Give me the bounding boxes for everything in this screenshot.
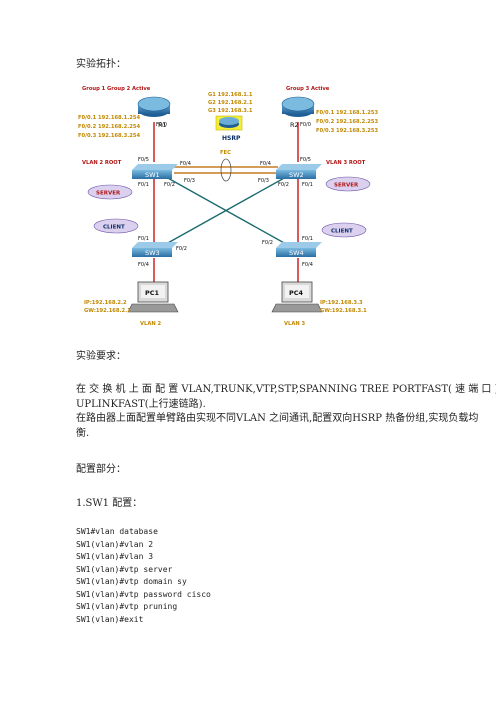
hsrp-ip-1: G1 192.168.1.1: [208, 92, 253, 98]
r1-ip-3: F0/0.3 192.168.3.254: [78, 133, 140, 139]
vlan3-root-label: VLAN 3 ROOT: [326, 160, 366, 166]
switch-sw4: SW4: [276, 242, 322, 257]
server-label-sw1: SERVER: [96, 191, 121, 197]
vlan2-label: VLAN 2: [140, 321, 161, 327]
config-heading: 配置部分：: [76, 464, 126, 475]
requirements-line: UPLINKFAST(上行速链路).: [76, 398, 206, 410]
pc1-gw: GW:192.168.2.1: [84, 308, 131, 314]
r2-ip-2: F0/0.2 192.168.2.253: [316, 119, 378, 125]
requirements-line: 衡.: [76, 427, 90, 439]
port-r2-f00: F0/0: [300, 122, 311, 128]
port-sw1-f02: F0/2: [164, 182, 175, 188]
pc4: PC4: [271, 281, 323, 313]
cross-links: [165, 176, 287, 245]
port-sw3-f01: F0/1: [138, 236, 149, 242]
port-sw1-f01: F0/1: [138, 182, 149, 188]
port-sw1-f03: F0/3: [184, 178, 195, 184]
switch-sw2: SW2: [276, 164, 322, 179]
vlan2-root-label: VLAN 2 ROOT: [82, 160, 122, 166]
client-cloud-right: CLIENT: [321, 222, 367, 238]
hsrp-ip-3: G3 192.168.3.1: [208, 108, 253, 114]
config-line: SW1(vlan)#vlan 3: [76, 552, 154, 561]
fec-ellipse: [220, 158, 232, 182]
sw1-label: SW1: [145, 171, 160, 179]
sw1-config-block: SW1#vlan database SW1(vlan)#vlan 2 SW1(v…: [76, 526, 211, 626]
topology-heading: 实验拓扑：: [76, 59, 126, 70]
server-label-sw2: SERVER: [334, 183, 359, 189]
config-line: SW1(vlan)#vtp domain sy: [76, 577, 187, 586]
port-r1-f00: F0/0: [156, 122, 167, 128]
port-sw2-f05: F0/5: [300, 157, 311, 163]
r1-groups-label: Group 1 Group 2 Active: [82, 86, 151, 92]
config-line: SW1(vlan)#vtp pruning: [76, 602, 178, 611]
sw1-section-heading: 1.SW1 配置：: [76, 498, 143, 509]
client-label-sw4: CLIENT: [331, 229, 353, 235]
etherchannel: [174, 166, 278, 174]
port-sw2-f02: F0/2: [278, 182, 289, 188]
router-r1: R1: [137, 96, 171, 129]
fec-label: FEC: [220, 150, 231, 156]
config-line: SW1(vlan)#vtp server: [76, 564, 173, 574]
pc1: PC1: [127, 281, 179, 313]
network-topology-diagram: R1 R2 HSRP SW1 SW2 SW3 SW4 PC1: [78, 86, 378, 327]
port-sw2-f03: F0/3: [258, 178, 269, 184]
router-r2: R2: [281, 96, 315, 129]
port-sw4-f02: F0/2: [262, 240, 273, 246]
r1-label: R1: [158, 121, 167, 129]
vlan3-label: VLAN 3: [284, 321, 305, 327]
server-cloud-right: SERVER: [325, 176, 371, 192]
requirements-heading: 实验要求：: [76, 351, 126, 362]
port-sw3-f02: F0/2: [176, 246, 187, 252]
config-line: SW1#vlan database: [76, 527, 158, 536]
r2-ip-3: F0/0.3 192.168.3.253: [316, 128, 378, 134]
links: [153, 122, 299, 294]
sw4-label: SW4: [289, 249, 304, 257]
client-cloud-left: CLIENT: [93, 218, 139, 234]
port-sw2-f04: F0/4: [260, 161, 271, 167]
pc1-label: PC1: [145, 289, 160, 297]
sw2-label: SW2: [289, 171, 304, 179]
config-line: SW1(vlan)#exit: [76, 614, 144, 624]
requirements-line: 在路由器上面配置单臂路由实现不同VLAN 之间通讯,配置双向HSRP 热备份组,…: [76, 413, 479, 424]
switch-sw1: SW1: [132, 164, 178, 179]
hsrp-label: HSRP: [222, 135, 241, 142]
r2-label: R2: [290, 121, 299, 129]
port-sw3-f04: F0/4: [138, 262, 149, 268]
pc4-label: PC4: [289, 289, 304, 297]
port-sw1-f05: F0/5: [138, 157, 149, 163]
pc1-ip: IP:192.168.2.2: [84, 300, 127, 306]
r1-ip-1: F0/0.1 192.168.1.254: [78, 115, 140, 121]
r1-ip-2: F0/0.2 192.168.2.254: [78, 124, 140, 130]
requirements-paragraph: 在 交 换 机 上 面 配 置 VLAN,TRUNK,VTP,STP,SPANN…: [76, 383, 496, 441]
sw3-label: SW3: [145, 249, 160, 257]
r2-groups-label: Group 3 Active: [286, 86, 330, 92]
port-sw1-f04: F0/4: [180, 161, 191, 167]
hsrp-ip-2: G2 192.168.2.1: [208, 100, 253, 106]
r2-ip-1: F0/0.1 192.168.1.253: [316, 110, 378, 116]
port-sw2-f01: F0/1: [302, 182, 313, 188]
config-line: SW1(vlan)#vtp password cisco: [76, 589, 211, 599]
requirements-line: 在 交 换 机 上 面 配 置 VLAN,TRUNK,VTP,STP,SPANN…: [76, 384, 496, 395]
client-label-sw3: CLIENT: [103, 225, 125, 231]
port-sw4-f01: F0/1: [302, 236, 313, 242]
switch-sw3: SW3: [132, 242, 178, 257]
config-line: SW1(vlan)#vlan 2: [76, 539, 154, 549]
port-sw4-f04: F0/4: [302, 262, 313, 268]
pc4-ip: IP:192.168.3.3: [320, 300, 363, 306]
hsrp-virtual-router: HSRP: [215, 115, 243, 142]
pc4-gw: GW:192.168.3.1: [320, 308, 367, 314]
server-cloud-left: SERVER: [87, 184, 133, 200]
